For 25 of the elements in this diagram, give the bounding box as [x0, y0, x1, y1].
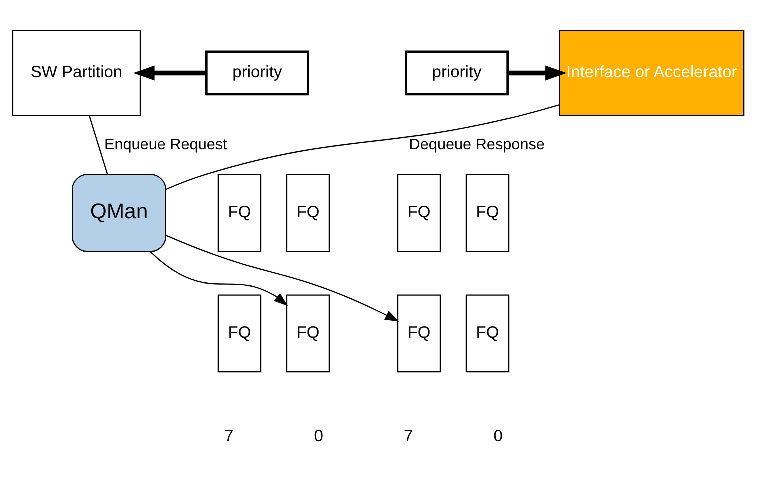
node-box: FQ [218, 174, 262, 252]
arrow [150, 250, 288, 306]
node-box: FQ [397, 174, 442, 252]
node-box: FQ [466, 174, 510, 252]
edge-label: Dequeue Response [409, 136, 545, 153]
node-box: FQ [466, 294, 510, 372]
label: 0 [314, 426, 324, 445]
label: 0 [494, 426, 503, 445]
arrow [508, 65, 567, 80]
connector [89, 115, 108, 174]
node-box: FQ [286, 294, 330, 372]
node-box: priority [405, 50, 509, 96]
connector [166, 104, 560, 190]
node-box: SW Partition [12, 30, 142, 116]
node-box: FQ [286, 174, 330, 252]
label: 7 [224, 426, 234, 445]
node-box: FQ [397, 294, 442, 372]
node-box: Interface or Accelerator [559, 30, 745, 116]
arrow [166, 234, 400, 322]
edge-label: Enqueue Request [104, 136, 228, 153]
node-box: FQ [218, 294, 262, 372]
label: 7 [404, 426, 414, 445]
node-box: QMan [72, 174, 166, 252]
arrow [133, 65, 206, 80]
node-box: priority [205, 50, 310, 96]
